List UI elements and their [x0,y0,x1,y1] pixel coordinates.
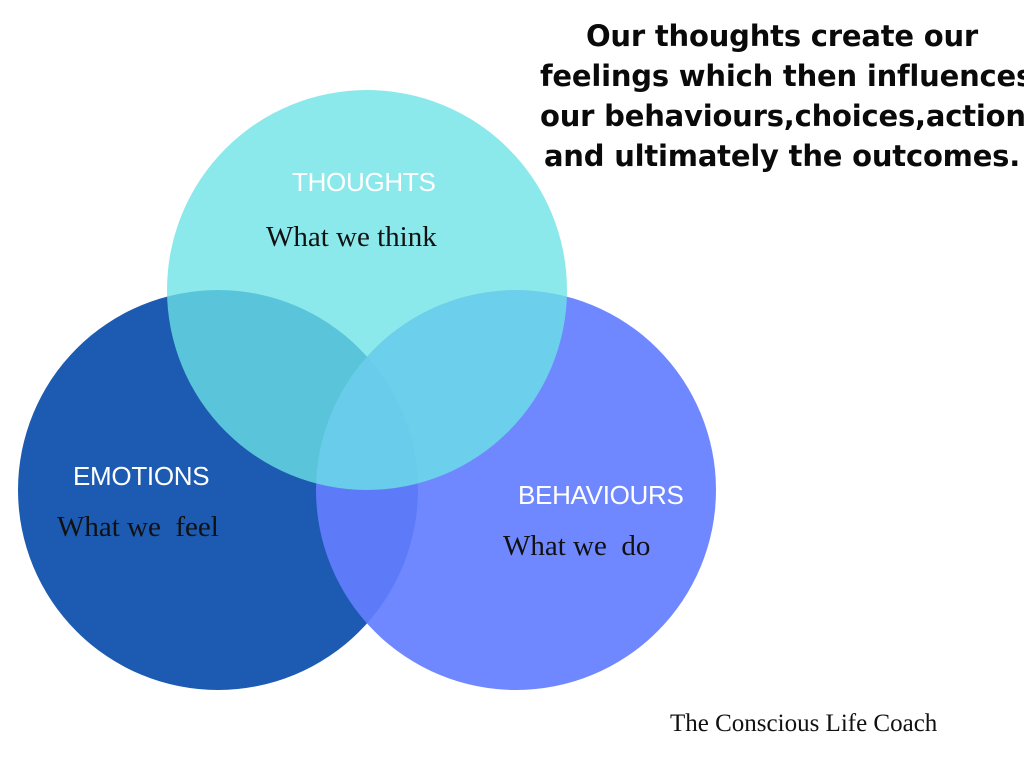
thoughts-title: THOUGHTS [292,167,436,197]
caption-line: and ultimately the outcomes. [543,139,1021,173]
thoughts-subtitle: What we think [266,221,437,253]
behaviours-title: BEHAVIOURS [518,480,684,510]
caption-line: feelings which then influences [540,59,1024,93]
credit: The Conscious Life Coach [670,710,938,737]
behaviours-subtitle: What we do [503,530,651,562]
caption-line: Our thoughts create our [585,19,979,53]
thoughts-circle [167,90,567,490]
emotions-title: EMOTIONS [73,461,210,491]
emotions-subtitle: What we feel [57,511,219,543]
caption: Our thoughts create our feelings which t… [540,16,1024,176]
caption-line: our behaviours,choices,actions [540,99,1024,133]
